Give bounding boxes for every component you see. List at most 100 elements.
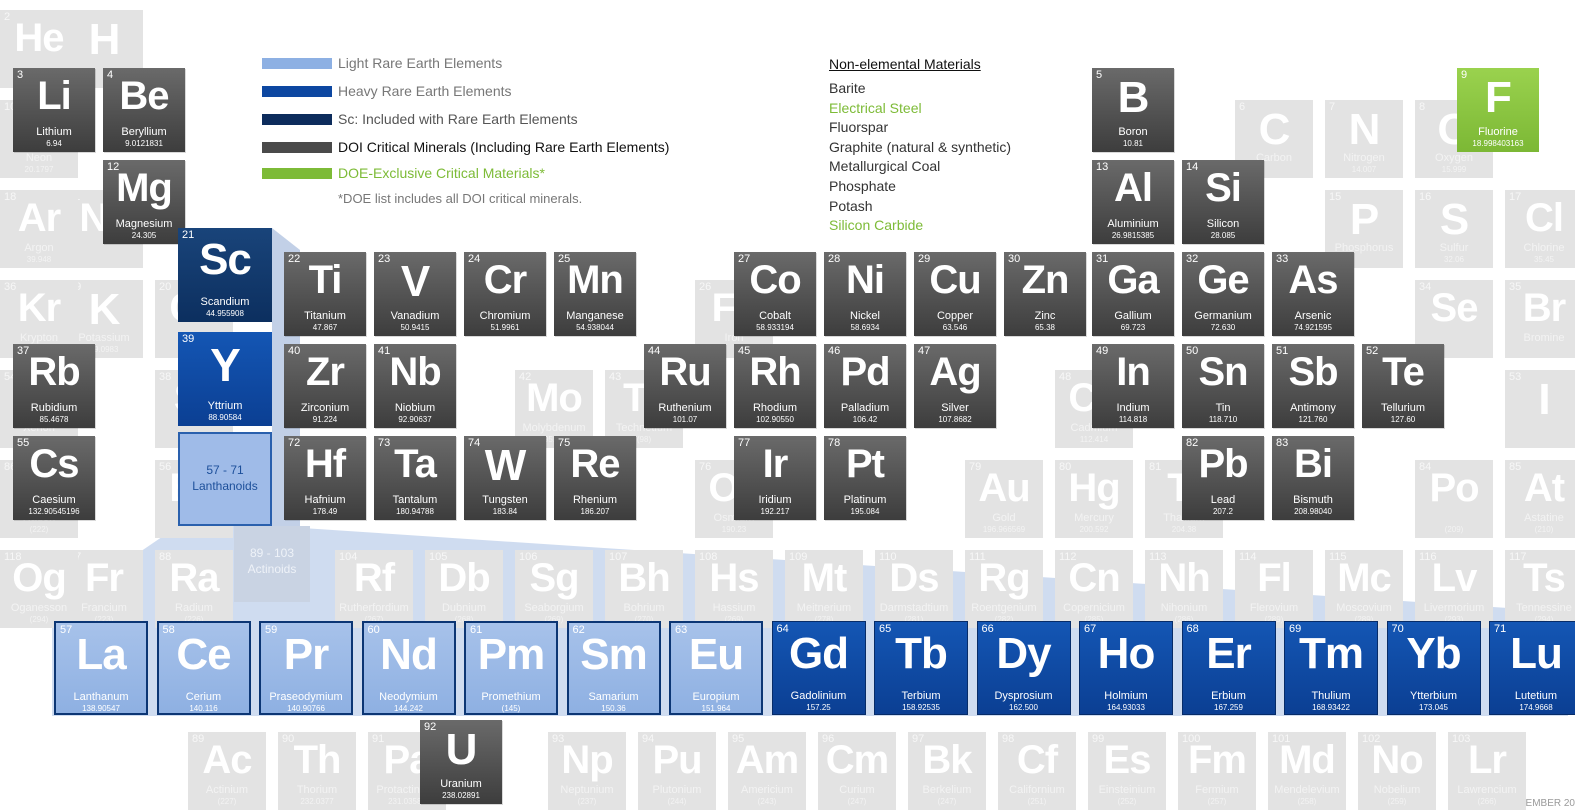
element-symbol: Lr	[1468, 738, 1507, 782]
element-symbol: Rf	[353, 556, 395, 600]
atomic-mass: 114.818	[1118, 415, 1148, 424]
element-symbol: Hs	[709, 556, 759, 600]
atomic-mass: 168.93422	[1312, 703, 1350, 712]
element-name: Uranium	[440, 778, 482, 790]
atomic-number: 29	[918, 253, 931, 265]
element-symbol: Lu	[1510, 629, 1563, 678]
non-elemental-title: Non-elemental Materials	[829, 56, 981, 72]
atomic-mass: 180.94788	[396, 507, 434, 516]
legend-item: DOE-Exclusive Critical Materials*	[262, 164, 545, 182]
atomic-mass: 200.592	[1079, 525, 1109, 534]
element-symbol: Fr	[85, 556, 124, 600]
element-symbol: Ts	[1523, 556, 1566, 600]
atomic-mass: 118.710	[1208, 415, 1238, 424]
atomic-number: 53	[1509, 371, 1522, 383]
element-symbol: Pt	[846, 442, 885, 486]
element-name: Europium	[692, 691, 740, 703]
non-elemental-item: Silicon Carbide	[829, 217, 924, 234]
element-symbol: In	[1116, 350, 1151, 394]
element-name: Gadolinium	[790, 690, 847, 702]
element-name: Dysprosium	[994, 690, 1053, 702]
element-symbol: Ac	[202, 738, 252, 782]
atomic-number: 100	[1182, 733, 1201, 745]
atomic-number: 60	[367, 624, 380, 636]
element-name: Tantalum	[392, 494, 438, 506]
element-symbol: Sb	[1288, 350, 1338, 394]
element-name: Tennessine	[1516, 602, 1572, 614]
element-symbol: Si	[1205, 166, 1242, 210]
element-symbol: Mc	[1337, 556, 1392, 600]
atomic-number: 33	[1276, 253, 1289, 265]
element-symbol: Pb	[1198, 442, 1248, 486]
atomic-number: 82	[1186, 437, 1199, 449]
element-name: Bohrium	[623, 602, 665, 614]
atomic-number: 93	[552, 733, 565, 745]
atomic-number: 21	[182, 229, 195, 241]
atomic-mass: 35.45	[1533, 255, 1555, 264]
element-symbol: Br	[1522, 286, 1566, 330]
element-symbol: Ag	[929, 350, 981, 394]
element-name: Radium	[175, 602, 213, 614]
atomic-number: 56	[159, 461, 172, 473]
element-name: Lead	[1210, 494, 1236, 506]
element-name: Gold	[992, 512, 1016, 524]
element-name: Thorium	[296, 784, 338, 796]
element-symbol: Ru	[659, 350, 711, 394]
element-symbol: Np	[561, 738, 613, 782]
atomic-number: 40	[288, 345, 301, 357]
element-name: Antimony	[1290, 402, 1336, 414]
atomic-number: 72	[288, 437, 301, 449]
atomic-number: 62	[572, 624, 585, 636]
atomic-number: 55	[17, 437, 30, 449]
element-symbol: W	[484, 441, 527, 490]
atomic-number: 106	[519, 551, 538, 563]
element-name: Tin	[1215, 402, 1231, 414]
atomic-mass: 112.414	[1079, 435, 1109, 444]
atomic-mass: 54.938044	[576, 323, 614, 332]
element-name: Magnesium	[115, 218, 173, 230]
element-name: Platinum	[843, 494, 887, 506]
atomic-number: 86	[4, 461, 17, 473]
element-symbol: Am	[735, 738, 799, 782]
atomic-mass: (209)	[1444, 525, 1464, 534]
atomic-mass: 6.94	[46, 139, 62, 148]
element-name: Potassium	[78, 332, 130, 344]
element-name: Mercury	[1074, 512, 1114, 524]
atomic-number: 98	[1002, 733, 1015, 745]
atomic-number: 58	[162, 624, 175, 636]
element-name: Astatine	[1524, 512, 1564, 524]
atomic-mass: (294)	[29, 615, 49, 624]
element-symbol: Co	[749, 258, 801, 302]
legend-item: Sc: Included with Rare Earth Elements	[262, 110, 578, 128]
atomic-number: 24	[468, 253, 481, 265]
element-symbol: Og	[12, 556, 67, 600]
element-name: Copernicium	[1063, 602, 1125, 614]
atomic-number: 70	[1391, 623, 1404, 635]
atomic-number: 3	[17, 69, 24, 81]
atomic-number: 15	[1329, 191, 1342, 203]
atomic-mass: 232.0377	[300, 797, 334, 806]
atomic-mass: 92.90637	[398, 415, 432, 424]
element-name: Rubidium	[30, 402, 78, 414]
atomic-mass: (282)	[994, 615, 1014, 624]
element-symbol: Pu	[652, 738, 702, 782]
atomic-mass: 106.42	[852, 415, 878, 424]
